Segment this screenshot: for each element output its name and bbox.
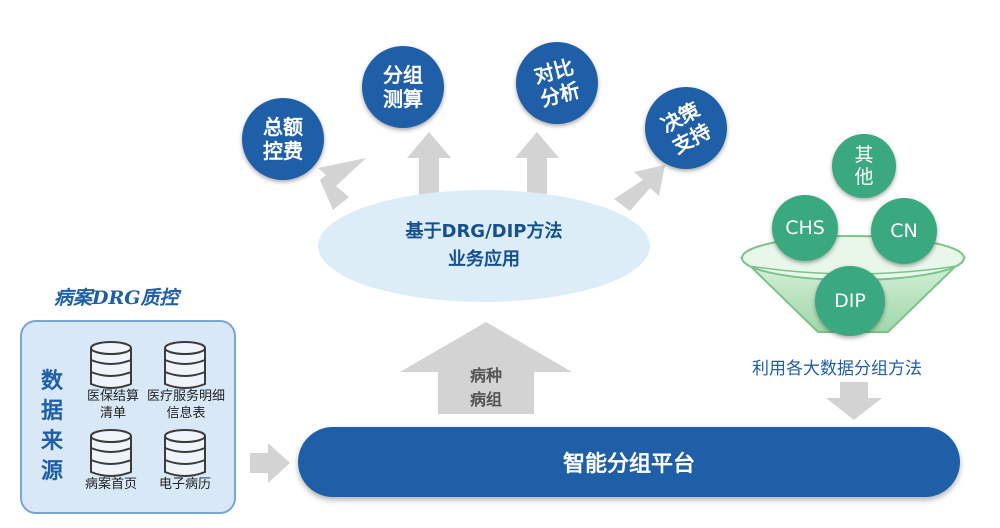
database-icon <box>90 429 132 477</box>
app-circle-decision: 决策支持 <box>645 87 727 169</box>
method-circle-dip: DIP <box>815 266 885 336</box>
database-icon <box>164 429 206 477</box>
app-label-compare: 对比分析 <box>531 54 583 112</box>
funnel-down-arrow <box>826 382 882 420</box>
smart-grouping-platform: 智能分组平台 <box>298 427 960 497</box>
panel-title: 病案DRG质控 <box>54 287 179 309</box>
arrow-to-decision <box>614 165 665 211</box>
method-circle-other: 其他 <box>832 134 896 198</box>
source-item-settlement-list: 医保结算清单 <box>86 389 139 421</box>
database-icon <box>164 341 206 389</box>
app-circle-group-calc: 分组测算 <box>362 46 444 128</box>
app-circle-compare: 对比分析 <box>516 42 598 124</box>
arrow-to-compare <box>515 132 559 194</box>
method-label-other: 其他 <box>854 144 874 188</box>
source-item-record-homepage: 病案首页 <box>84 477 137 492</box>
database-icon <box>90 341 132 389</box>
disease-group-label: 病种病组 <box>469 366 502 409</box>
ellipse-line-1: 基于DRG/DIP方法 <box>405 221 563 242</box>
app-label-cost-control: 总额控费 <box>263 115 303 163</box>
method-circle-cn: CN <box>871 198 937 264</box>
funnel-caption: 利用各大数据分组方法 <box>752 359 922 379</box>
ellipse-line-2: 业务应用 <box>448 249 520 270</box>
arrow-to-cost-control <box>318 158 366 210</box>
method-label-cn: CN <box>890 220 918 242</box>
method-label-dip: DIP <box>834 290 866 312</box>
data-source-vertical-label: 数据来源 <box>40 369 63 484</box>
app-circle-cost-control: 总额控费 <box>242 98 324 180</box>
source-item-service-details: 医疗服务明细信息表 <box>146 389 225 421</box>
app-label-group-calc: 分组测算 <box>383 63 423 111</box>
arrow-to-group-calc <box>407 132 451 196</box>
middle-up-arrow <box>400 322 572 414</box>
source-item-emr: 电子病历 <box>158 477 211 492</box>
up-arrows <box>318 132 665 211</box>
method-circle-chs: CHS <box>772 195 838 261</box>
platform-label: 智能分组平台 <box>562 452 695 477</box>
left-right-arrow <box>250 443 290 483</box>
app-label-decision: 决策支持 <box>657 97 715 159</box>
business-application-ellipse: 基于DRG/DIP方法 业务应用 <box>318 190 650 302</box>
method-label-chs: CHS <box>785 217 825 239</box>
